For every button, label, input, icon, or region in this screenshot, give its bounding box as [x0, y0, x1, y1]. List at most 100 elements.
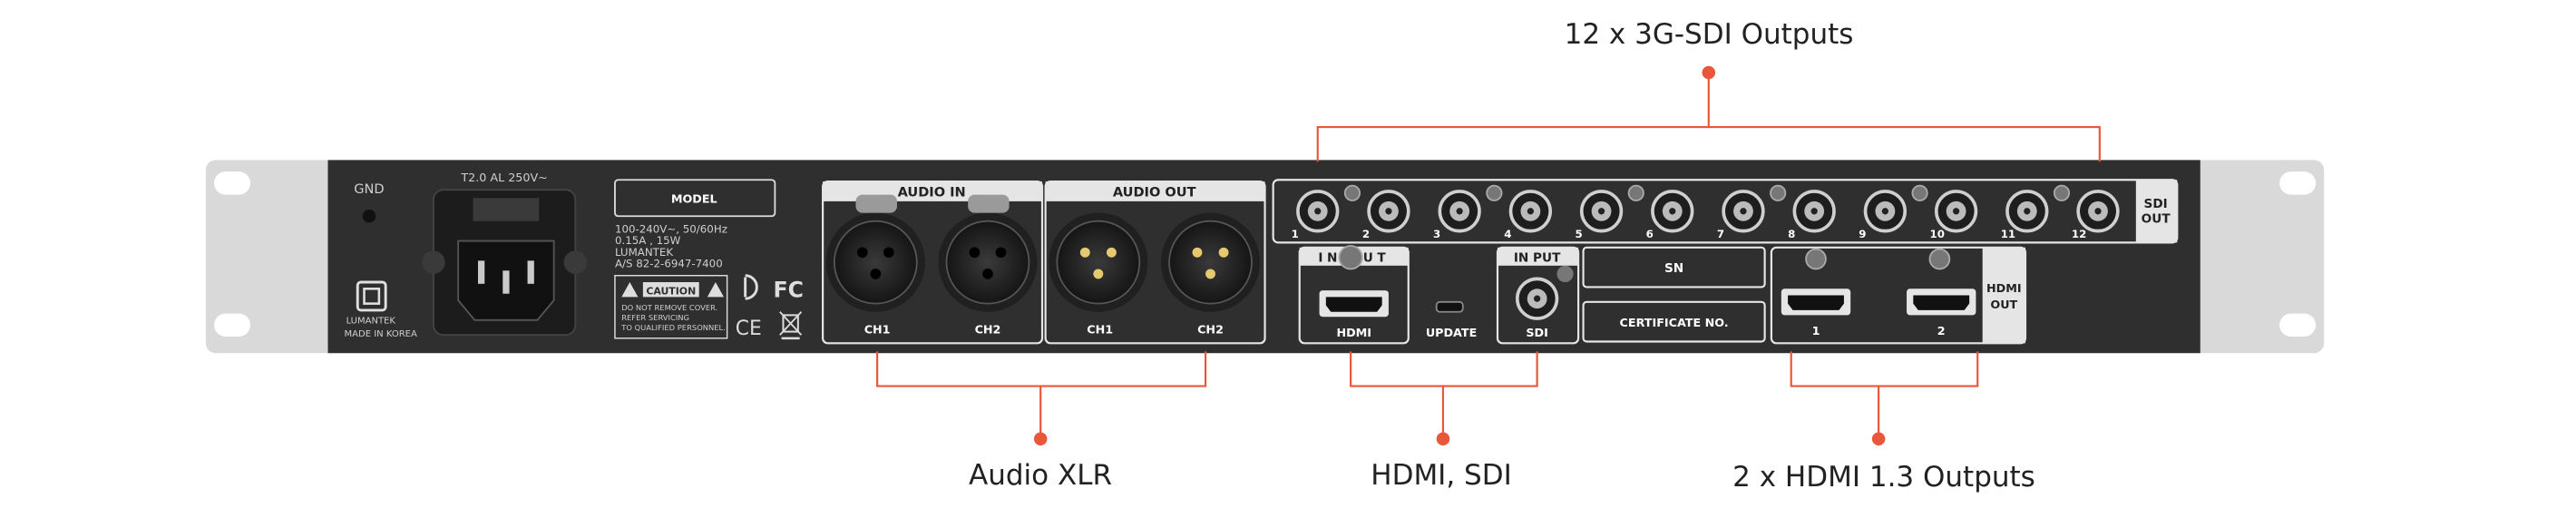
as-phone: A/S 82-2-6947-7400	[615, 258, 723, 270]
model-plate	[614, 179, 776, 218]
callout-line-audio-xlr	[876, 351, 1207, 439]
sdi-output-port-3: 3	[1433, 184, 1503, 240]
hdmi-output-port-2	[1907, 288, 1976, 316]
xlr-in-ch2	[938, 194, 1038, 312]
sdi-output-port-9: 9	[1859, 184, 1928, 240]
mount-screw-icon	[1343, 184, 1361, 201]
sdi-output-port-label: 1	[1292, 228, 1299, 240]
mount-screw-icon	[1486, 184, 1503, 201]
audio-out-title: AUDIO OUT	[1113, 184, 1196, 200]
sdi-output-port-5: 5	[1575, 184, 1644, 240]
kc-mark-icon	[744, 274, 758, 300]
gnd-terminal	[362, 209, 376, 223]
hdmi-out-label-2: OUT	[1990, 298, 2017, 312]
made-in-label: MADE IN KOREA	[345, 329, 417, 339]
sdi-output-port-4: 4	[1504, 190, 1552, 240]
weee-bin-icon	[779, 311, 803, 340]
sdi-output-port-label: 3	[1433, 228, 1440, 240]
hdmi-out-port-1-label: 1	[1812, 325, 1820, 338]
sdi-output-port-1: 1	[1292, 184, 1361, 240]
sn-label: SN	[1664, 261, 1683, 276]
warning-triangle-icon-2	[707, 282, 724, 298]
sdi-output-port-10: 10	[1929, 190, 1978, 240]
sdi-out-label-1: SDI	[2144, 197, 2168, 211]
audio-in-title: AUDIO IN	[898, 184, 966, 200]
callout-sdi-outputs: 12 x 3G-SDI Outputs	[1564, 18, 1854, 51]
sdi-output-port-7: 7	[1717, 184, 1787, 240]
power-spec: 100-240V~, 50/60Hz	[615, 222, 727, 235]
sdi-output-port-label: 4	[1504, 228, 1511, 240]
sdi-output-port-label: 5	[1575, 228, 1582, 240]
hdmi-out-label-1: HDMI	[1986, 282, 2022, 296]
sdi-output-port-8: 8	[1788, 190, 1836, 240]
callout-lines	[876, 73, 2101, 439]
hdmi-out-port-2-label: 2	[1937, 325, 1946, 338]
callout-line-sdi-outputs	[1316, 73, 2101, 162]
callout-dot-hdmi-sdi	[1436, 432, 1450, 446]
callout-line-hdmi-sdi	[1350, 351, 1538, 439]
callout-dots	[1033, 65, 1886, 446]
maker-label: LUMANTEK	[615, 246, 673, 259]
hdmi-input-port	[1319, 290, 1389, 318]
audio-in-ch1: CH1	[864, 323, 891, 337]
sdi-output-port-12: 12	[2072, 190, 2120, 240]
fuse-label: T2.0 AL 250V~	[460, 171, 548, 185]
callout-audio-xlr: Audio XLR	[968, 459, 1113, 492]
xlr-out-ch1	[1049, 212, 1148, 312]
hdmi-in-label: HDMI	[1336, 327, 1371, 340]
sdi-out-label-2: OUT	[2142, 212, 2171, 227]
callout-dot-hdmi-outputs	[1871, 432, 1886, 446]
update-label: UPDATE	[1426, 327, 1477, 340]
gnd-label: GND	[354, 181, 384, 197]
mount-screw-icon	[1911, 184, 1928, 201]
sdi-input-port	[1515, 265, 1574, 320]
sdi-output-port-label: 12	[2072, 228, 2086, 240]
sdi-output-port-11: 11	[2001, 184, 2071, 240]
sn-box	[1582, 246, 1766, 288]
sdi-output-port-2: 2	[1362, 190, 1410, 240]
sdi-output-port-6: 6	[1646, 190, 1694, 240]
sdi-output-port-label: 10	[1929, 228, 1944, 240]
ce-mark: CE	[736, 318, 762, 340]
sdi-output-port-label: 7	[1717, 228, 1724, 240]
callout-line-hdmi-outputs	[1790, 351, 1979, 439]
caution-title: CAUTION	[646, 286, 696, 298]
audio-out-ch1: CH1	[1087, 323, 1113, 337]
sdi-output-port-label: 8	[1788, 228, 1795, 240]
caution-line-1: DO NOT REMOVE COVER.	[621, 303, 717, 312]
sdi-output-port-label: 6	[1646, 228, 1654, 240]
rack-mount-holes	[213, 171, 2317, 337]
lumantek-logo-icon	[356, 280, 387, 312]
callout-hdmi-outputs: 2 x HDMI 1.3 Outputs	[1732, 461, 2035, 494]
mount-screw-icon	[2053, 184, 2071, 201]
caution-line-3: TO QUALIFIED PERSONNEL.	[620, 323, 726, 332]
warning-triangle-icon	[621, 282, 639, 298]
power-inlet	[422, 189, 588, 337]
certificate-box	[1582, 300, 1766, 343]
current-spec: 0.15A , 15W	[615, 234, 681, 247]
fc-mark: FC	[774, 277, 804, 302]
mount-screw-icon	[1627, 184, 1644, 201]
callout-dot-audio-xlr	[1033, 432, 1048, 446]
xlr-out-ch2	[1160, 212, 1261, 312]
audio-in-ch2: CH2	[975, 323, 1001, 337]
sdi-output-port-label: 9	[1859, 228, 1866, 240]
caution-box	[614, 275, 728, 339]
callout-hdmi-sdi: HDMI, SDI	[1371, 459, 1512, 492]
usb-update-port	[1435, 300, 1464, 313]
sdi-in-title: IN PUT	[1514, 250, 1561, 265]
hdmi-output-port-1	[1781, 288, 1851, 316]
brand-label: LUMANTEK	[346, 316, 396, 326]
mount-screw-icon	[1770, 184, 1787, 201]
caution-line-2: REFER SERVICING	[621, 313, 689, 322]
sdi-in-label: SDI	[1526, 327, 1547, 340]
certificate-label: CERTIFICATE NO.	[1620, 317, 1729, 330]
model-label: MODEL	[671, 193, 717, 207]
callout-dot-sdi-outputs	[1702, 65, 1716, 80]
audio-out-ch2: CH2	[1197, 323, 1224, 337]
xlr-in-ch1	[825, 194, 925, 312]
sdi-output-port-label: 11	[2001, 228, 2015, 240]
